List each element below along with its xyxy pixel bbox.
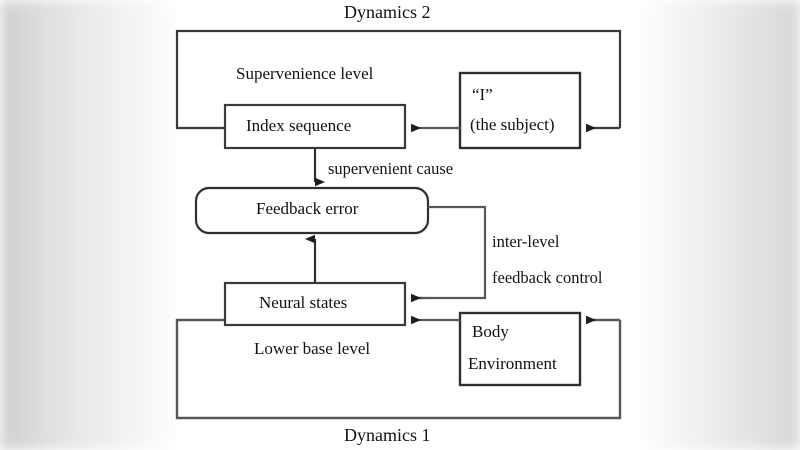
node-label-subject-desc: (the subject)	[470, 115, 555, 134]
node-subject	[458, 71, 582, 150]
dynamics-1-loop	[175, 318, 622, 420]
node-label-index-sequence: Index sequence	[246, 116, 352, 135]
figure-top-title: Dynamics 2	[344, 2, 431, 22]
node-label-environment: Environment	[468, 354, 557, 373]
page-backdrop-right	[640, 0, 800, 450]
edge-label-supervenient-cause: supervenient cause	[328, 159, 454, 178]
edge-inter-level-feedback-control	[417, 205, 487, 300]
node-neural-states	[223, 281, 407, 327]
node-label-body: Body	[472, 322, 509, 341]
figure-bottom-title: Dynamics 1	[344, 425, 431, 445]
lower-base-level-label: Lower base level	[254, 339, 371, 358]
supervenience-level-label: Supervenience level	[236, 64, 374, 83]
node-label-feedback-error: Feedback error	[256, 199, 359, 218]
edge-label-feedback-control: feedback control	[492, 268, 603, 287]
node-index-sequence	[223, 103, 407, 150]
dynamics-2-loop	[175, 29, 622, 130]
node-label-neural-states: Neural states	[259, 293, 348, 312]
edge-label-inter-level: inter-level	[492, 232, 560, 251]
node-feedback-error	[194, 186, 430, 235]
node-label-subject-quote: “I”	[472, 85, 493, 104]
node-body-environment	[458, 311, 582, 387]
page-backdrop-left	[0, 0, 176, 450]
